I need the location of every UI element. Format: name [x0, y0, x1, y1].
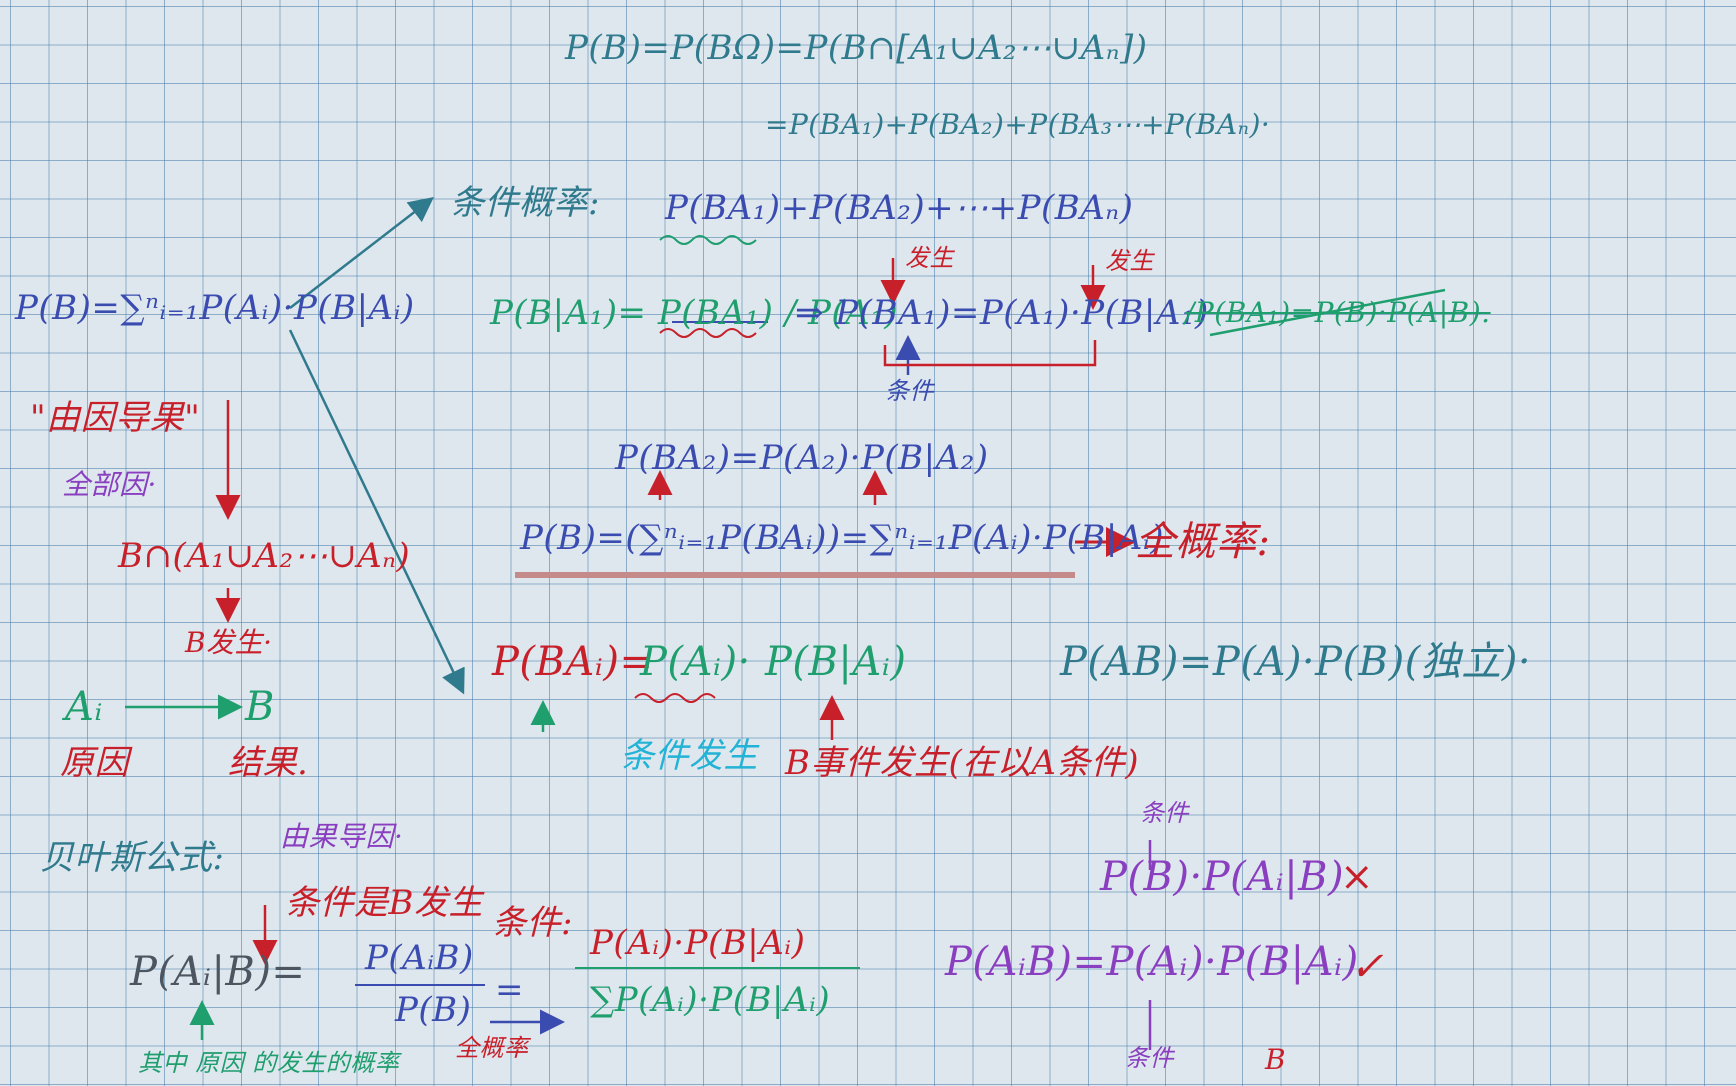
total-formula-left: P(B)=∑ⁿᵢ₌₁P(Aᵢ)·P(B|Aᵢ) — [15, 288, 415, 328]
cause-to-effect: "由因导果" — [30, 398, 201, 438]
bayes-label: 贝叶斯公式: — [40, 838, 225, 878]
ai-node: Aᵢ — [65, 684, 103, 730]
effect-label: 结果. — [228, 743, 309, 783]
strike-line — [1209, 288, 1446, 337]
bayes-eq-sign: = — [495, 970, 524, 1010]
right-mark: ✓ — [1350, 944, 1385, 990]
independence-formula: P(AB)=P(A)·P(B)(独立)· — [1060, 639, 1532, 685]
cond-definition: P(B|A₁)= P(BA₁) / P(A₁) — [490, 293, 899, 333]
top-equation-2: =P(BA₁)+P(BA₂)+P(BA₃⋯+P(BAₙ)· — [765, 108, 1271, 141]
condition-occurs: 条件发生 — [620, 736, 758, 776]
bottom-total-prob: 全概率 — [455, 1034, 529, 1062]
occur-label-1: 发生 — [905, 244, 954, 272]
cond-prob-sum: P(BA₁)+P(BA₂)+⋯+P(BAₙ) — [665, 188, 1134, 228]
b-occurs: B发生· — [185, 626, 273, 659]
total-prob-line: P(B)=(∑ⁿᵢ₌₁P(BAᵢ))=∑ⁿᵢ₌₁P(Aᵢ)·P(B|Aᵢ) — [520, 518, 1164, 558]
b-intersection: B∩(A₁∪A₂⋯∪Aₙ) — [118, 536, 411, 576]
condition-label-1: 条件 — [885, 377, 934, 405]
bottom-left-partial: 其中 原因 的发生的概率 — [138, 1049, 400, 1077]
wavy-underline-bayes — [659, 328, 757, 338]
b-event-occurs: B事件发生(在以A条件) — [785, 743, 1140, 783]
struck-formula: /P(BA₁)=P(B)·P(A|B). — [1185, 296, 1491, 329]
bayes-left: P(Aᵢ|B)= — [130, 949, 306, 995]
multiplication-rule: ⇒ P(BA₁)=P(A₁)·P(B|A₁) — [795, 293, 1209, 333]
cond-prob-label: 条件概率: — [450, 183, 600, 223]
wrong-mark: × — [1340, 854, 1375, 900]
b-bottom: B — [1265, 1043, 1287, 1076]
arrow-to-cond-prob — [289, 196, 434, 309]
bayes-numerator: P(Aᵢ)·P(B|Aᵢ) — [590, 923, 806, 963]
bayes-frac-top: P(AᵢB) — [365, 938, 474, 978]
bayes-condition: 条件: — [492, 903, 573, 943]
cause-label: 原因 — [60, 743, 129, 783]
bai-line-right: P(B|Aᵢ) — [765, 639, 907, 685]
bracket-red — [883, 340, 1097, 367]
wrong-line: P(B)·P(Aᵢ|B) — [1100, 854, 1345, 900]
wavy-underline-cond — [659, 235, 757, 245]
occur-label-2: 发生 — [1105, 247, 1154, 275]
ba2-line: P(BA₂)=P(A₂)·P(B|A₂) — [615, 438, 989, 478]
condition-label-3: 条件 — [1125, 1044, 1174, 1072]
bayes-frac-bottom: P(B) — [395, 990, 472, 1030]
wavy-underline-pai — [634, 693, 716, 703]
right-line: P(AᵢB)=P(Aᵢ)·P(B|Aᵢ) — [945, 939, 1359, 985]
top-equation-1: P(B)=P(BΩ)=P(B∩[A₁∪A₂⋯∪Aₙ]) — [565, 28, 1148, 68]
bayes-denominator: ∑P(Aᵢ)·P(B|Aᵢ) — [590, 980, 831, 1020]
bai-line-mid: P(Aᵢ)· — [640, 639, 751, 685]
b-node: B — [245, 684, 275, 730]
total-prob-label: 全概率: — [1135, 519, 1271, 565]
condition-is-b: 条件是B发生 — [285, 883, 483, 923]
arrow-to-bai-line — [288, 329, 465, 695]
bai-line-left: P(BAᵢ)= — [492, 639, 654, 685]
all-causes: 全部因· — [62, 468, 157, 501]
effect-to-cause: 由果导因· — [280, 820, 404, 853]
condition-label-2: 条件 — [1140, 799, 1189, 827]
